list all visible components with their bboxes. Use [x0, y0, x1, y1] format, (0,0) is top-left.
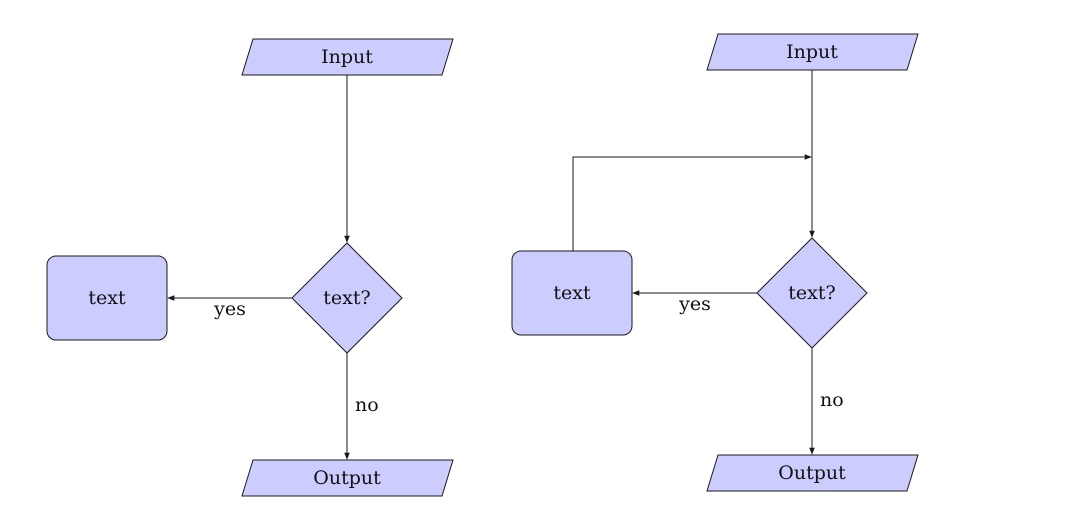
no-edge-label: no	[820, 389, 844, 411]
output-node-label: Output	[313, 467, 381, 489]
yes-edge-label: yes	[213, 298, 246, 320]
input-node-label: Input	[321, 46, 373, 68]
process-node-label: text	[553, 282, 591, 304]
output-node-label: Output	[778, 462, 846, 484]
no-edge-label: no	[355, 394, 379, 416]
decision-node-label: text?	[788, 282, 835, 304]
input-node	[241, 38, 454, 76]
process-node	[46, 255, 168, 341]
decision-node-label: text?	[323, 287, 370, 309]
output-node	[241, 459, 454, 497]
input-node	[706, 33, 919, 71]
input-node-label: Input	[786, 41, 838, 63]
process-node	[511, 250, 633, 336]
process-node-label: text	[88, 287, 126, 309]
yes-edge-label: yes	[678, 293, 711, 315]
edge-process-loop-back	[572, 154, 812, 251]
output-node	[706, 454, 919, 492]
flowchart-left: Input text? yes text no Output	[46, 38, 454, 497]
flowchart-right: Input text? yes text no Output	[511, 33, 919, 492]
